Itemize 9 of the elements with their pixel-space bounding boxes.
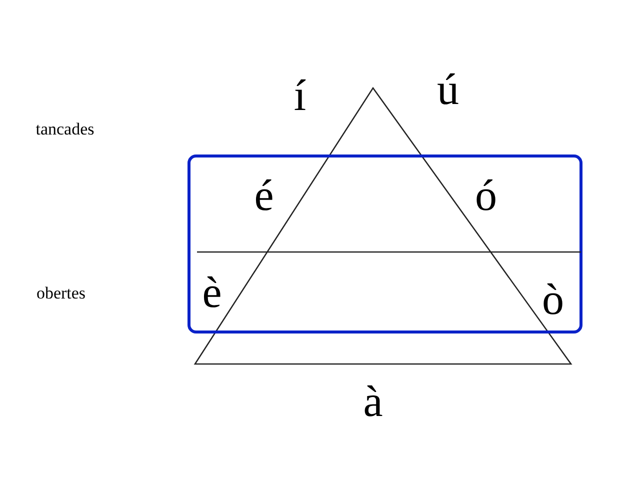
vowel-label: ó [475,174,497,218]
vowel-label: à [363,380,383,424]
vowel-label: ò [542,278,564,322]
vowel-label: í [294,74,306,118]
vowel-label: ú [437,68,459,112]
vowel-label: é [254,174,274,218]
row-label: obertes [36,284,86,302]
row-label: tancades [36,120,94,138]
vowel-label: è [202,271,222,315]
